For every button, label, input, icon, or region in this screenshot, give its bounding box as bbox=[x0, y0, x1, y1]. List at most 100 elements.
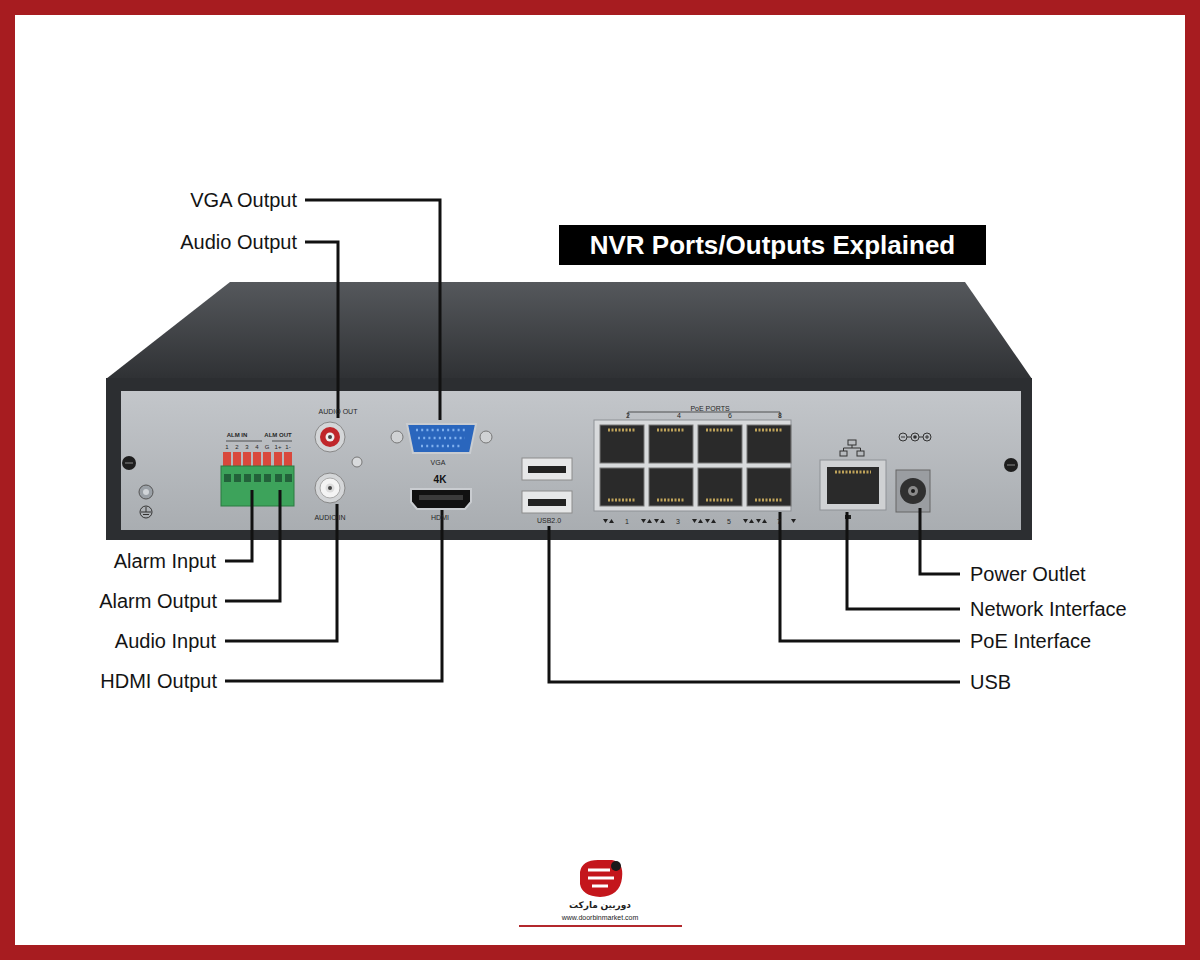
port-label: AUDIO OUT bbox=[319, 408, 358, 415]
terminal-pin bbox=[233, 452, 241, 467]
usb-tongue bbox=[528, 466, 566, 473]
rca-jack bbox=[315, 473, 345, 503]
ground-screw bbox=[139, 485, 153, 499]
port-number: 8 bbox=[778, 412, 782, 419]
terminal-hole bbox=[254, 474, 261, 482]
leader-line bbox=[225, 490, 252, 561]
poe-switch bbox=[594, 412, 796, 523]
leader-line bbox=[305, 242, 338, 418]
network-icon bbox=[844, 445, 861, 451]
terminal-hole bbox=[224, 474, 231, 482]
port-label: ALM IN bbox=[227, 432, 248, 438]
terminal-pin bbox=[284, 452, 292, 467]
rj45-housing bbox=[820, 460, 886, 510]
leader-line bbox=[225, 490, 280, 601]
logo-mark bbox=[611, 861, 621, 871]
usb-port bbox=[522, 491, 572, 513]
rj45-contacts bbox=[835, 471, 871, 474]
port-label: ALM OUT bbox=[264, 432, 291, 438]
logo-text: دوربین مارکت bbox=[569, 901, 631, 910]
polarity-symbol bbox=[913, 435, 917, 439]
network-port bbox=[820, 440, 886, 519]
alarm-terminal bbox=[221, 441, 294, 506]
frame-inner bbox=[15, 15, 1185, 945]
leader-line bbox=[780, 512, 960, 641]
terminal-pin bbox=[243, 452, 251, 467]
usb-port bbox=[522, 458, 572, 480]
rca-center bbox=[326, 484, 335, 493]
screw-slot bbox=[125, 462, 133, 464]
pin-number: 3 bbox=[245, 444, 248, 450]
terminal-hole bbox=[275, 474, 282, 482]
leader-lines bbox=[225, 200, 960, 682]
poe-shield bbox=[594, 420, 791, 511]
callout-label: USB bbox=[970, 672, 1011, 692]
port-number: 3 bbox=[676, 518, 680, 525]
port-label: HDMI bbox=[431, 514, 449, 521]
led-marker bbox=[756, 519, 796, 523]
ground-symbol bbox=[143, 514, 149, 515]
rj45-contacts bbox=[608, 430, 783, 500]
network-icon bbox=[848, 440, 856, 445]
alarm-bracket bbox=[272, 441, 292, 442]
front-frame bbox=[106, 378, 1032, 540]
ground-symbol bbox=[141, 512, 151, 513]
alarm-bracket bbox=[226, 441, 262, 442]
screw bbox=[480, 431, 492, 443]
watermark-url: www.doorbinmarket.com bbox=[562, 914, 639, 921]
logo-underline bbox=[519, 925, 682, 927]
terminal-block bbox=[221, 466, 294, 506]
rca-pin bbox=[328, 435, 332, 439]
pin-number: G bbox=[265, 444, 270, 450]
polarity-symbol bbox=[899, 433, 907, 441]
terminal-hole bbox=[285, 474, 292, 482]
callout-label: Alarm Output bbox=[99, 591, 217, 611]
leader-line bbox=[847, 512, 960, 609]
callout-label: Audio Output bbox=[180, 232, 297, 252]
callout-label: PoE Interface bbox=[970, 631, 1091, 651]
terminal-hole bbox=[234, 474, 241, 482]
pin-number: 2 bbox=[235, 444, 238, 450]
leader-line bbox=[549, 526, 960, 682]
dc-jack-ring bbox=[908, 486, 918, 496]
rca-center bbox=[326, 433, 335, 442]
port-label: PoE PORTS bbox=[690, 405, 729, 412]
network-icon bbox=[857, 451, 864, 456]
terminal-pin bbox=[223, 452, 231, 467]
rear-panel bbox=[121, 391, 1021, 530]
callout-label: Network Interface bbox=[970, 599, 1127, 619]
rj45-ports bbox=[600, 425, 791, 506]
polarity-symbol bbox=[907, 435, 929, 439]
terminal-pin bbox=[263, 452, 271, 467]
port-number: 7 bbox=[777, 518, 781, 525]
pin-number: 1 bbox=[225, 444, 228, 450]
hdmi-connector bbox=[411, 489, 471, 509]
port-label: VGA bbox=[431, 459, 446, 466]
port-label: USB2.0 bbox=[537, 517, 561, 524]
screw bbox=[122, 456, 136, 470]
port-label: AUDIO IN bbox=[314, 514, 345, 521]
rca-jack bbox=[315, 422, 345, 452]
leader-line bbox=[225, 510, 442, 681]
port-number: 1 bbox=[625, 518, 629, 525]
led-markers bbox=[603, 519, 796, 523]
ground-symbol bbox=[146, 507, 147, 512]
vga-pins bbox=[416, 430, 467, 446]
terminal-pin bbox=[253, 452, 261, 467]
hdmi-port bbox=[411, 489, 471, 509]
port-number: 4 bbox=[677, 412, 681, 419]
polarity-symbol bbox=[901, 437, 905, 438]
brand-logo bbox=[519, 860, 682, 926]
logo-mark bbox=[580, 860, 622, 897]
callout-label: Alarm Input bbox=[114, 551, 216, 571]
poe-bracket bbox=[628, 412, 780, 418]
vga-port bbox=[391, 424, 492, 453]
callout-label: Power Outlet bbox=[970, 564, 1086, 584]
hdmi-tongue bbox=[419, 495, 463, 500]
screw bbox=[352, 457, 362, 467]
power-jack bbox=[896, 433, 931, 512]
leader-line bbox=[225, 504, 337, 641]
callout-label: VGA Output bbox=[190, 190, 297, 210]
